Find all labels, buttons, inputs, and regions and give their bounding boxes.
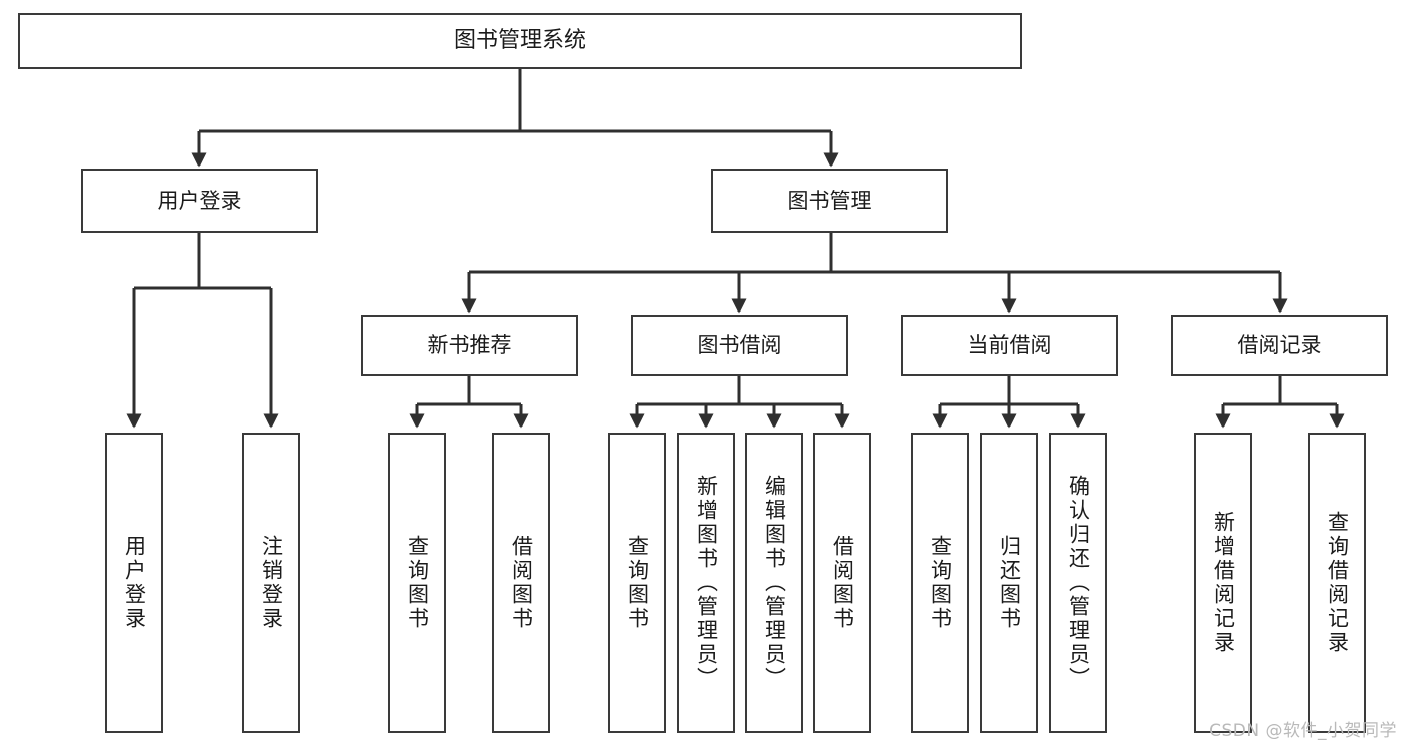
leaf-query-book-current[interactable]: 查询图书 (911, 433, 969, 733)
node-label: 新增图书（管理员） (694, 475, 719, 691)
leaf-add-book-admin[interactable]: 新增图书（管理员） (677, 433, 735, 733)
node-book-management[interactable]: 图书管理 (711, 169, 948, 233)
node-label: 借阅图书 (509, 535, 534, 631)
node-borrow-record[interactable]: 借阅记录 (1171, 315, 1388, 376)
node-label: 查询图书 (405, 535, 430, 631)
node-label: 查询图书 (625, 535, 650, 631)
node-label: 新增借阅记录 (1211, 511, 1236, 655)
leaf-query-book-borrow[interactable]: 查询图书 (608, 433, 666, 733)
leaf-return-book[interactable]: 归还图书 (980, 433, 1038, 733)
node-label: 查询借阅记录 (1325, 511, 1350, 655)
node-label: 图书管理系统 (453, 28, 586, 54)
node-label: 新书推荐 (427, 333, 512, 358)
leaf-logout[interactable]: 注销登录 (242, 433, 300, 733)
node-new-book-recommend[interactable]: 新书推荐 (361, 315, 578, 376)
watermark-text: CSDN @软件_小贺同学 (1209, 721, 1397, 741)
node-label: 当前借阅 (967, 333, 1052, 358)
node-label: 图书借阅 (697, 333, 782, 358)
leaf-user-login[interactable]: 用户登录 (105, 433, 163, 733)
leaf-query-borrow-record[interactable]: 查询借阅记录 (1308, 433, 1366, 733)
node-label: 注销登录 (259, 535, 284, 631)
node-label: 编辑图书（管理员） (762, 475, 787, 691)
leaf-borrow-book[interactable]: 借阅图书 (813, 433, 871, 733)
node-label: 用户登录 (157, 188, 242, 213)
node-label: 用户登录 (122, 535, 147, 631)
node-current-borrow[interactable]: 当前借阅 (901, 315, 1118, 376)
leaf-borrow-book-recommend[interactable]: 借阅图书 (492, 433, 550, 733)
node-label: 借阅记录 (1237, 333, 1322, 358)
leaf-add-borrow-record[interactable]: 新增借阅记录 (1194, 433, 1252, 733)
node-label: 归还图书 (997, 535, 1022, 631)
node-label: 确认归还（管理员） (1066, 475, 1091, 691)
node-book-borrow[interactable]: 图书借阅 (631, 315, 848, 376)
node-user-login[interactable]: 用户登录 (81, 169, 318, 233)
leaf-query-book-recommend[interactable]: 查询图书 (388, 433, 446, 733)
node-label: 图书管理 (787, 188, 872, 213)
leaf-confirm-return-admin[interactable]: 确认归还（管理员） (1049, 433, 1107, 733)
node-label: 查询图书 (928, 535, 953, 631)
node-label: 借阅图书 (830, 535, 855, 631)
leaf-edit-book-admin[interactable]: 编辑图书（管理员） (745, 433, 803, 733)
node-book-management-system[interactable]: 图书管理系统 (18, 13, 1022, 69)
